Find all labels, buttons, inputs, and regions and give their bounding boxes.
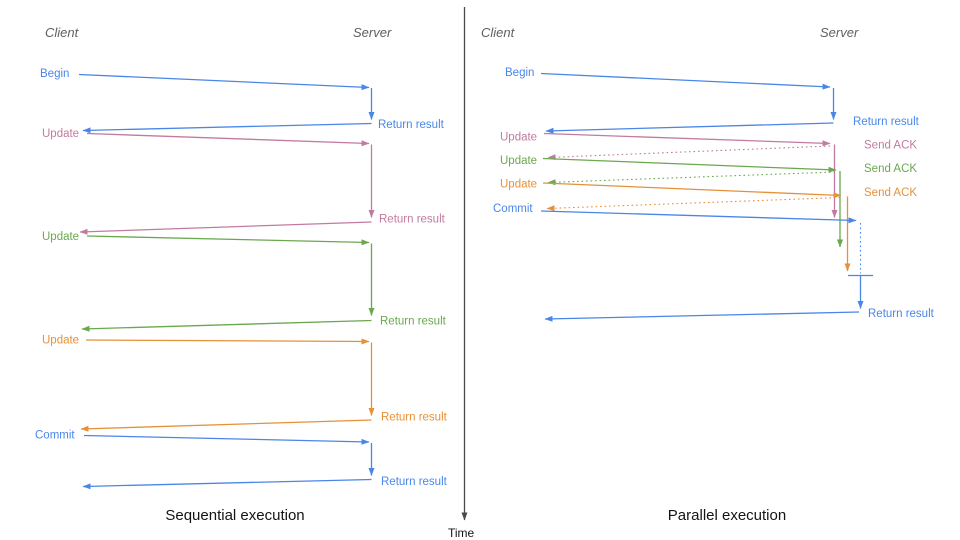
par-update3-label: Update: [500, 179, 537, 191]
seq-caption: Sequential execution: [165, 507, 304, 524]
seq-update2-label: Update: [42, 231, 79, 243]
par-update3-ack-arrow: [546, 196, 841, 212]
seq-begin-return-arrow: [82, 122, 372, 134]
seq-begin-request-arrow: [78, 73, 370, 91]
seq-commit-label: Commit: [35, 430, 75, 442]
seq-update3-request-arrow: [85, 338, 370, 345]
par-send-ack-1: Send ACK: [864, 140, 917, 152]
par-commit-request-arrow: [540, 210, 857, 224]
arrows-layer: [78, 7, 873, 521]
par-caption: Parallel execution: [668, 507, 786, 524]
par-update2-request-arrow: [542, 157, 837, 173]
par-commit-return-arrow: [544, 311, 860, 322]
par-update1-label: Update: [500, 132, 537, 144]
seq-update1-return-arrow: [79, 221, 372, 235]
par-send-ack-3: Send ACK: [864, 187, 917, 199]
par-update2-ack-arrow: [547, 171, 836, 186]
seq-update3-return-arrow: [80, 419, 372, 432]
seq-update2-return-arrow: [81, 319, 372, 332]
seq-return-result-3: Return result: [380, 316, 447, 328]
par-return-result-2: Return result: [868, 308, 935, 320]
seq-return-result-4: Return result: [381, 412, 448, 424]
seq-commit-request-arrow: [83, 434, 370, 445]
seq-server-header: Server: [353, 25, 392, 40]
par-server-header: Server: [820, 25, 859, 40]
seq-update1-label: Update: [42, 128, 79, 140]
seq-client-header: Client: [45, 25, 80, 40]
seq-return-result-2: Return result: [379, 214, 446, 226]
seq-return-result-1: Return result: [378, 119, 445, 131]
par-update3-request-arrow: [542, 182, 842, 199]
par-send-ack-2: Send ACK: [864, 163, 917, 175]
par-update1-request-arrow: [543, 132, 831, 147]
par-update2-label: Update: [500, 155, 537, 167]
seq-commit-return-arrow: [82, 478, 372, 490]
par-client-header: Client: [481, 25, 516, 40]
seq-return-result-5: Return result: [381, 476, 448, 488]
seq-update1-request-arrow: [86, 132, 370, 147]
par-begin-request-arrow: [540, 72, 831, 90]
par-begin-label: Begin: [505, 67, 534, 79]
time-axis-label: Time: [448, 526, 475, 540]
par-commit-label: Commit: [493, 203, 533, 215]
seq-begin-label: Begin: [40, 68, 69, 80]
par-begin-return-arrow: [545, 122, 834, 134]
par-update1-ack-arrow: [547, 145, 831, 161]
seq-update2-request-arrow: [86, 235, 370, 246]
seq-update3-label: Update: [42, 335, 79, 347]
par-return-result-1: Return result: [853, 116, 920, 128]
